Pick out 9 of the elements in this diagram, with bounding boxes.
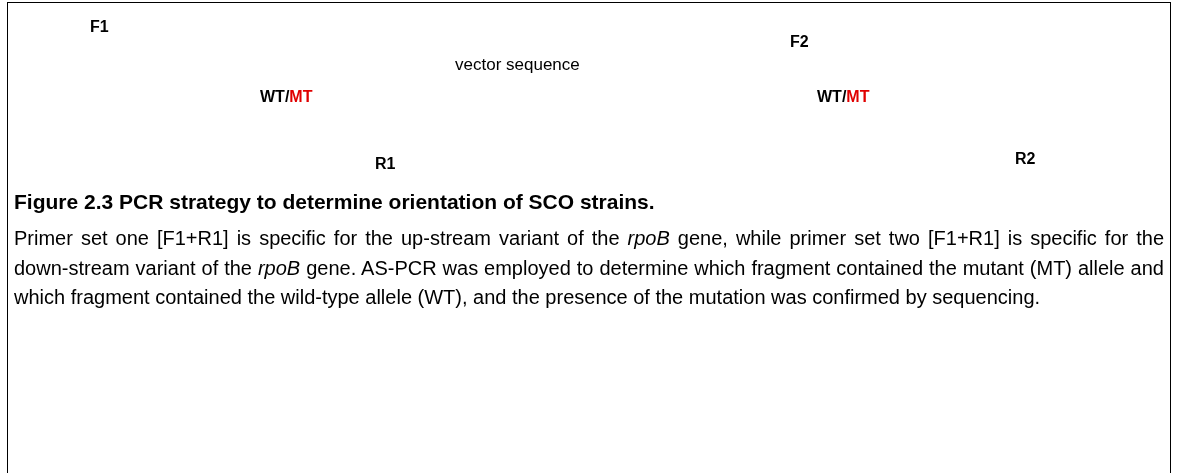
primer-label: F1 [90,18,109,36]
primer-label: R2 [1015,150,1036,168]
allele-label: WT/MT [260,88,313,106]
figure-title: Figure 2.3 PCR strategy to determine orientation of SCO strains. [14,190,656,214]
sequence-label: vector sequence [455,55,580,75]
allele-label: WT/MT [817,88,870,106]
primer-label: F2 [790,33,809,51]
primer-label: R1 [375,155,396,173]
figure-caption: Primer set one [F1+R1] is specific for the up-stream variant of the rpoB gene, while primer set two [F1+R1] is specific for the down-stream variant of the rpoB gene. AS-PCR was employed to determine which fragment contained the mutant (MT) allele and which fragment contained the wild-type allele (WT), and the presence of the mutation was confirmed by sequencing. [14,226,1164,310]
